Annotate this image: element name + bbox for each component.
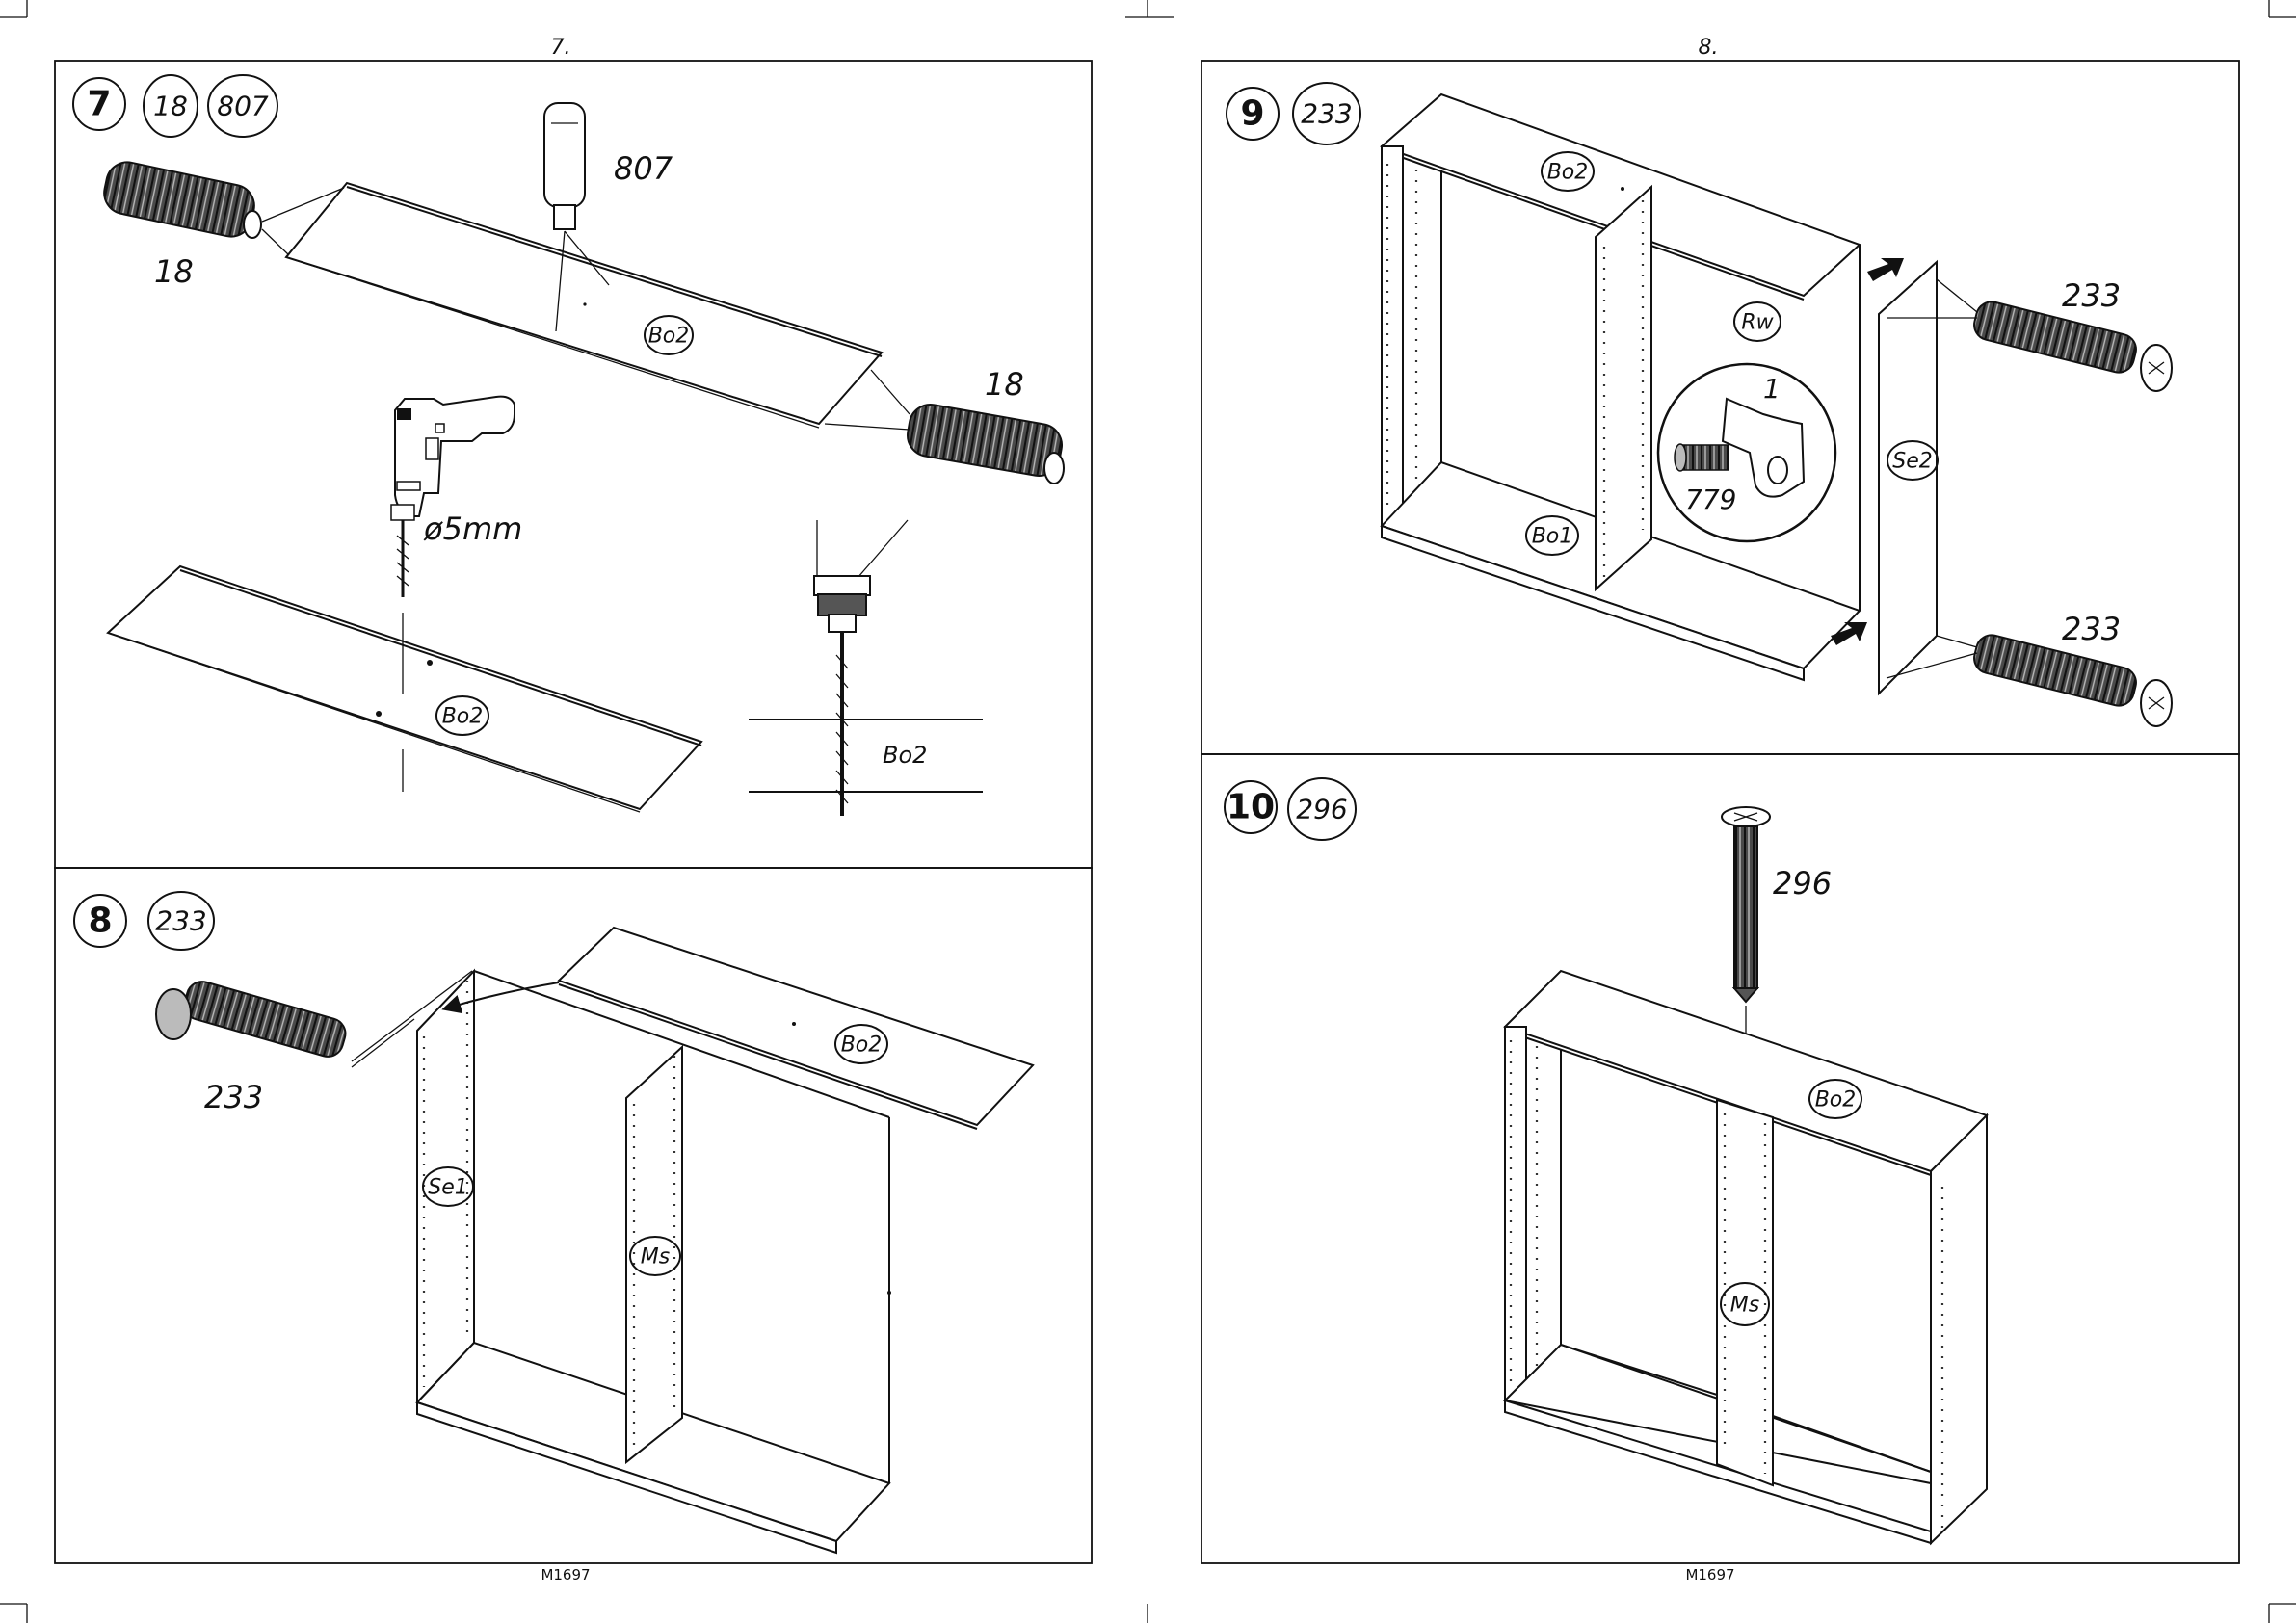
side-panel-se2	[1879, 262, 1937, 694]
part-badge-label: 233	[1301, 98, 1352, 130]
doc-code-left: M1697	[541, 1566, 590, 1584]
side-label: Se1	[428, 1176, 468, 1200]
page-number-right: 8.	[1699, 36, 1719, 60]
top-label: Bo2	[1815, 1088, 1857, 1113]
step-number: 8	[88, 902, 112, 941]
screw-top-label: 233	[2062, 277, 2121, 314]
step-10: 10 296 296 Bo2 Ms	[1225, 778, 1987, 1543]
step-8: 8 233 233 Bo2 Se1 Ms	[74, 892, 1033, 1553]
dowel-label: 18	[154, 253, 194, 290]
doc-code-right: M1697	[1685, 1566, 1734, 1584]
top-label: Bo2	[1547, 161, 1589, 185]
detail-part-label: 1	[1763, 373, 1781, 405]
screw-233-icon	[156, 978, 349, 1060]
drill-size: ø5mm	[423, 510, 522, 547]
side-label: Se2	[1892, 450, 1933, 474]
board-label: Bo2	[841, 1034, 883, 1058]
middle-label: Ms	[641, 1245, 670, 1270]
middle-label: Ms	[1730, 1294, 1759, 1318]
part-badge-label: 233	[155, 905, 206, 937]
step-7: 7 18 807 Bo2 18 18	[73, 75, 1065, 816]
back-label: Rw	[1741, 311, 1774, 335]
board-label: Bo2	[648, 325, 690, 349]
step-9: 9 233 Bo2 Bo1 Rw 1	[1227, 83, 2172, 726]
part-badge-label: 18	[153, 91, 188, 122]
screw-bottom-label: 233	[2062, 611, 2121, 647]
side-panel-right	[1931, 1115, 1987, 1543]
dowel-icon	[100, 158, 261, 240]
board-bo2-bottom	[108, 566, 701, 809]
part-badge-label: 807	[217, 91, 269, 122]
arrow-icon	[1867, 258, 1904, 281]
screw-label: 296	[1773, 865, 1832, 902]
detail-screw-label: 779	[1685, 484, 1736, 515]
board-label: Bo2	[442, 705, 484, 729]
pin-icon	[544, 103, 585, 229]
page-number-left: 7.	[551, 36, 571, 60]
dowel-icon	[905, 402, 1066, 484]
screw-label: 233	[204, 1079, 263, 1115]
pin-label: 807	[614, 150, 673, 187]
section-label: Bo2	[883, 742, 927, 769]
dowel-right-label: 18	[985, 366, 1024, 403]
drill-section-detail	[749, 520, 983, 816]
drill-icon	[391, 397, 515, 597]
part-badge-label: 296	[1296, 794, 1347, 825]
bottom-label: Bo1	[1532, 525, 1573, 549]
step-number: 7	[87, 85, 111, 124]
step-number: 10	[1227, 788, 1275, 827]
screw-296-icon	[1722, 807, 1770, 1002]
step-number: 9	[1240, 94, 1264, 134]
